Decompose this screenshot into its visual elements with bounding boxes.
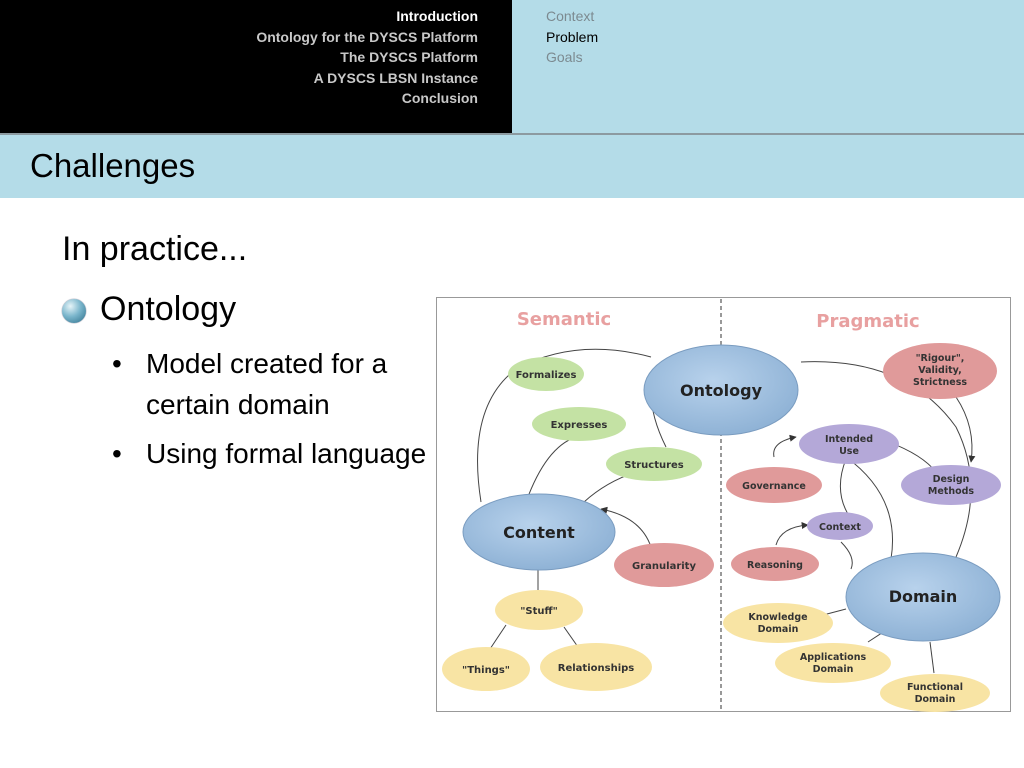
- connector-governance-intended: [773, 434, 797, 458]
- subbullet-model-text: Model created for a certain domain: [146, 348, 388, 420]
- svg-text:Formalizes: Formalizes: [516, 370, 577, 381]
- semantic-label: Semantic: [517, 309, 611, 330]
- node-relationships: Relationships: [540, 643, 652, 691]
- svg-text:Domain: Domain: [758, 624, 799, 635]
- node-things: "Things": [442, 647, 530, 691]
- connector-intended-domain: [845, 456, 894, 560]
- svg-text:Domain: Domain: [915, 694, 956, 705]
- ontology-diagram: Semantic Pragmatic Formalizes Ontology E…: [436, 297, 1011, 712]
- svg-text:Ontology: Ontology: [680, 381, 763, 400]
- node-content: Content: [462, 493, 616, 571]
- svg-text:Granularity: Granularity: [632, 561, 696, 572]
- node-knowledge-domain: Knowledge Domain: [723, 603, 833, 643]
- svg-text:Strictness: Strictness: [913, 377, 967, 388]
- svg-text:Structures: Structures: [624, 460, 684, 471]
- svg-text:Knowledge: Knowledge: [748, 612, 807, 623]
- svg-text:Intended: Intended: [825, 434, 873, 445]
- svg-text:"Things": "Things": [462, 665, 510, 676]
- nav-subsection-context[interactable]: Context: [546, 8, 595, 24]
- svg-text:Reasoning: Reasoning: [747, 560, 803, 571]
- node-reasoning: Reasoning: [731, 547, 819, 581]
- svg-text:Governance: Governance: [742, 481, 806, 492]
- node-functional-domain: Functional Domain: [880, 674, 990, 712]
- svg-text:"Rigour",: "Rigour",: [916, 353, 965, 364]
- nav-section-conclusion[interactable]: Conclusion: [401, 90, 478, 106]
- svg-text:Use: Use: [839, 446, 859, 457]
- node-design-methods: Design Methods: [901, 465, 1001, 505]
- connector-functional-domain: [929, 641, 935, 674]
- slide-title: Challenges: [30, 147, 196, 184]
- svg-text:Content: Content: [503, 523, 575, 542]
- nav-sections-panel: Introduction Ontology for the DYSCS Plat…: [0, 0, 512, 133]
- nav-section-lbsn-instance[interactable]: A DYSCS LBSN Instance: [313, 69, 478, 86]
- svg-text:Design: Design: [933, 474, 970, 485]
- nav-section-ontology[interactable]: Ontology for the DYSCS Platform: [256, 28, 478, 45]
- connector-granularity-content: [600, 506, 652, 548]
- node-stuff: "Stuff": [495, 590, 583, 630]
- connector-stuff-relationships: [563, 626, 579, 648]
- svg-text:Validity,: Validity,: [918, 365, 961, 376]
- nav-subsection-goals[interactable]: Goals: [546, 49, 583, 65]
- bullet-ontology-label: Ontology: [100, 290, 237, 328]
- node-domain: Domain: [845, 552, 1001, 642]
- svg-text:Domain: Domain: [813, 664, 854, 675]
- node-applications-domain: Applications Domain: [775, 643, 891, 683]
- bullet-dot-icon: •: [112, 438, 122, 469]
- node-context: Context: [807, 512, 873, 540]
- svg-text:Methods: Methods: [928, 486, 975, 497]
- node-formalizes: Formalizes: [508, 357, 584, 391]
- subbullet-formal-language-text: Using formal language: [146, 438, 427, 469]
- nav-section-platform[interactable]: The DYSCS Platform: [340, 49, 478, 65]
- slide-heading: In practice...: [62, 230, 248, 268]
- node-granularity: Granularity: [614, 543, 714, 587]
- node-structures: Structures: [606, 447, 702, 481]
- svg-text:Context: Context: [819, 522, 861, 533]
- connector-reasoning-context: [775, 521, 809, 546]
- svg-text:"Stuff": "Stuff": [520, 606, 558, 617]
- svg-text:Expresses: Expresses: [551, 420, 608, 431]
- title-bar: Challenges: [0, 133, 1024, 198]
- node-intended-use: Intended Use: [799, 424, 899, 464]
- svg-text:Domain: Domain: [889, 587, 958, 606]
- bullet-ontology: Ontology: [62, 290, 236, 329]
- nav-section-introduction[interactable]: Introduction: [396, 8, 478, 24]
- nav-subsection-problem[interactable]: Problem: [546, 28, 599, 45]
- nav-subsections-panel: Context Problem Goals: [512, 0, 1024, 133]
- bullet-orb-icon: [62, 299, 86, 324]
- pragmatic-label: Pragmatic: [816, 311, 919, 332]
- connector-context-domain: [840, 541, 853, 570]
- svg-text:Applications: Applications: [800, 652, 867, 663]
- connector-ontology-domain-outer: [800, 361, 972, 558]
- svg-text:Relationships: Relationships: [558, 663, 635, 674]
- svg-text:Functional: Functional: [907, 682, 963, 693]
- node-rigour: "Rigour", Validity, Strictness: [883, 343, 997, 399]
- bullet-dot-icon: •: [112, 348, 122, 379]
- node-expresses: Expresses: [532, 407, 626, 441]
- node-governance: Governance: [726, 467, 822, 503]
- node-ontology: Ontology: [643, 344, 799, 436]
- connector-rigour-design: [955, 396, 976, 463]
